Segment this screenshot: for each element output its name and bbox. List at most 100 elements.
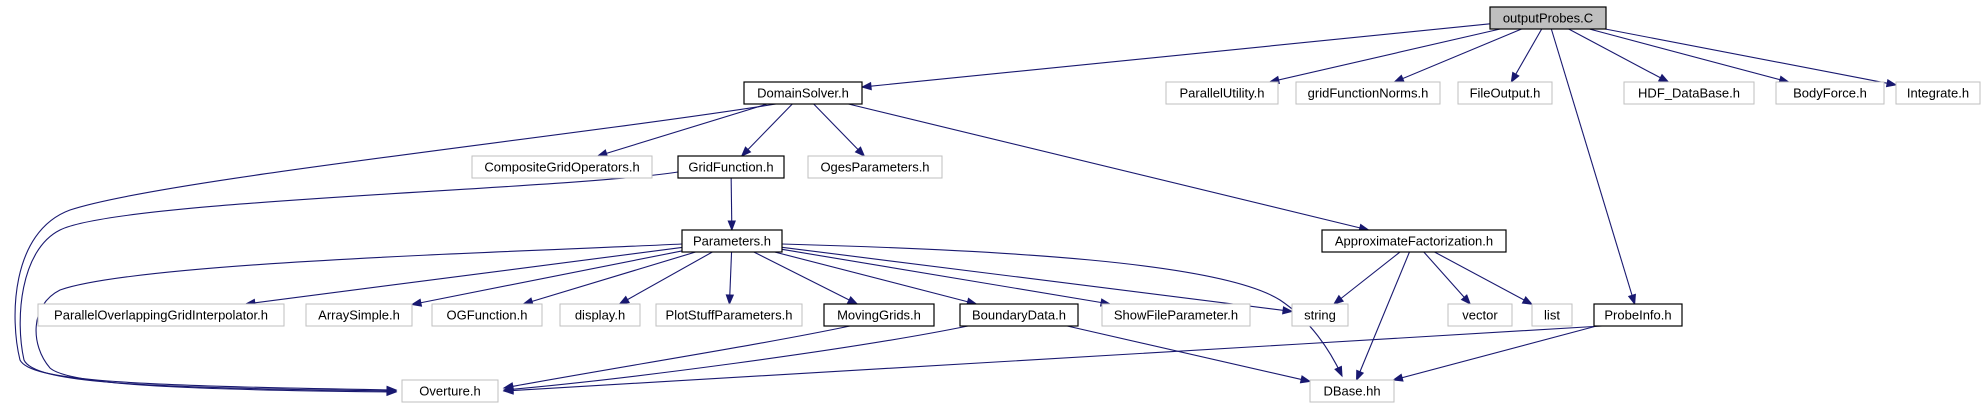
edge-arrowhead [727,220,736,232]
edge-line [861,23,1491,88]
node-label: Integrate.h [1907,86,1969,101]
node-OGFunction: OGFunction.h [431,303,543,327]
edge-outputProbes-to-ParallelUtility [1268,28,1501,84]
edge-Parameters-to-ArraySimple [410,250,683,307]
edge-arrowhead [1334,365,1343,378]
node-label: MovingGrids.h [837,308,921,323]
node-label: Parameters.h [693,234,771,249]
edge-line [619,251,713,305]
edge-DomainSolver-to-CompositeGridOperators [596,103,768,158]
node-box [823,303,935,327]
edge-outputProbes-to-FileOutput [1510,28,1543,84]
node-box [681,229,783,253]
node-box [559,303,641,327]
edge-arrowhead [618,295,630,305]
node-label: string [1304,308,1336,323]
node-Parameters[interactable]: Parameters.h [681,229,783,253]
node-ArraySimple: ArraySimple.h [305,303,413,327]
node-label: list [1544,308,1560,323]
edge-Parameters-to-Overture [35,243,683,397]
node-display: display.h [559,303,641,327]
node-label: DBase.hh [1323,384,1380,399]
node-label: Overture.h [419,384,480,399]
edge-line [1393,325,1597,381]
edge-Parameters-to-PlotStuffParameters [725,251,735,306]
node-label: ProbeInfo.h [1604,308,1671,323]
edge-GridFunction-to-Overture [19,171,679,396]
edge-arrowhead [725,294,735,306]
node-DBase: DBase.hh [1309,379,1395,403]
node-BoundaryData[interactable]: BoundaryData.h [959,303,1079,327]
node-Overture: Overture.h [401,379,499,403]
edge-line [781,243,1343,377]
node-box [959,303,1079,327]
edge-arrowhead [1521,296,1534,305]
edge-line [19,171,679,392]
edge-DomainSolver-to-OgesParameters [813,103,866,157]
node-label: HDF_DataBase.h [1638,86,1740,101]
node-box [807,155,943,179]
node-label: FileOutput.h [1470,86,1541,101]
edge-arrowhead [1393,74,1405,83]
node-box [1895,81,1981,105]
node-label: gridFunctionNorms.h [1308,86,1429,101]
node-ParallelOverlappingGridInterpolator: ParallelOverlappingGridInterpolator.h [37,303,285,327]
node-MovingGrids[interactable]: MovingGrids.h [823,303,935,327]
node-label: DomainSolver.h [757,86,849,101]
edge-GridFunction-to-Parameters [727,177,736,232]
node-label: ParallelUtility.h [1179,86,1264,101]
edge-line [411,250,683,306]
node-label: display.h [575,308,625,323]
edge-line [1067,325,1311,382]
edge-outputProbes-to-Integrate [1605,28,1898,88]
edge-line [1568,28,1669,83]
node-ParallelUtility: ParallelUtility.h [1165,81,1279,105]
edge-ApproximateFactorization-to-vector [1423,251,1472,306]
node-DomainSolver[interactable]: DomainSolver.h [743,81,863,105]
node-box [677,155,785,179]
edge-arrowhead [386,387,398,397]
edge-arrowhead [502,386,514,395]
edge-arrowhead [1299,375,1312,384]
edge-line [14,103,777,391]
node-box [1101,303,1251,327]
node-BodyForce: BodyForce.h [1775,81,1885,105]
edge-line [1423,251,1471,305]
node-box [743,81,863,105]
edge-line [774,251,977,305]
node-list: list [1531,303,1573,327]
edge-arrowhead [410,298,423,307]
edge-arrowhead [854,146,866,157]
node-label: GridFunction.h [688,160,773,175]
node-label: OgesParameters.h [820,160,929,175]
node-label: vector [1462,308,1498,323]
edge-arrowhead [1282,306,1294,315]
node-PlotStuffParameters: PlotStuffParameters.h [655,303,803,327]
node-CompositeGridOperators: CompositeGridOperators.h [471,155,653,179]
edge-arrowhead [1356,369,1365,382]
node-label: ShowFileParameter.h [1114,308,1238,323]
node-ProbeInfo[interactable]: ProbeInfo.h [1593,303,1683,327]
node-outputProbes[interactable]: outputProbes.C [1489,6,1607,30]
edge-arrowhead [860,81,872,91]
edge-Parameters-to-ParallelOverlappingGridInterpolator [244,246,683,307]
node-label: BodyForce.h [1793,86,1867,101]
node-label: ApproximateFactorization.h [1335,234,1493,249]
node-box [1593,303,1683,327]
edge-ApproximateFactorization-to-list [1434,251,1534,305]
node-vector: vector [1447,303,1513,327]
edge-line [781,248,1111,305]
node-HDF_DataBase: HDF_DataBase.h [1623,81,1755,105]
edge-Parameters-to-BoundaryData [774,251,978,306]
edge-arrowhead [1332,294,1345,305]
node-GridFunction[interactable]: GridFunction.h [677,155,785,179]
node-box [1531,303,1573,327]
edge-line [1550,28,1636,305]
node-box [1309,379,1395,403]
edge-line [503,325,1603,392]
node-ApproximateFactorization[interactable]: ApproximateFactorization.h [1321,229,1507,253]
edge-DomainSolver-to-Overture [14,103,777,395]
node-box [471,155,653,179]
edge-ApproximateFactorization-to-string [1332,251,1401,305]
